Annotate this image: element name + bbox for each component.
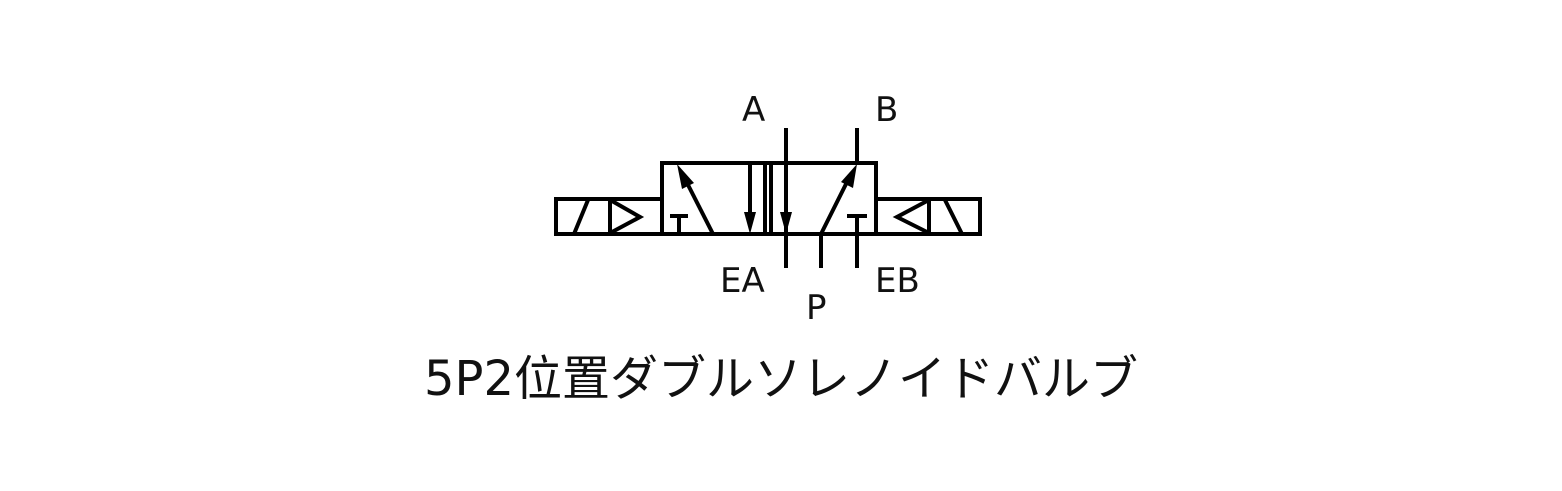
right-solenoid-icon xyxy=(874,197,982,236)
port-label-p: P xyxy=(806,288,827,328)
diagram-caption: 5P2位置ダブルソレノイドバルブ xyxy=(423,351,1139,407)
port-label-b: B xyxy=(875,90,899,130)
port-label-ea: EA xyxy=(720,261,765,301)
port-label-eb: EB xyxy=(875,261,920,301)
port-label-a: A xyxy=(742,90,766,130)
flow-arrow-icon xyxy=(819,175,852,235)
arrowhead-icon xyxy=(780,212,792,234)
left-solenoid-icon xyxy=(554,197,664,236)
arrowhead-icon xyxy=(841,164,857,188)
arrowhead-icon xyxy=(677,164,694,189)
valve-position-right xyxy=(784,128,867,268)
arrowhead-icon xyxy=(744,212,756,234)
